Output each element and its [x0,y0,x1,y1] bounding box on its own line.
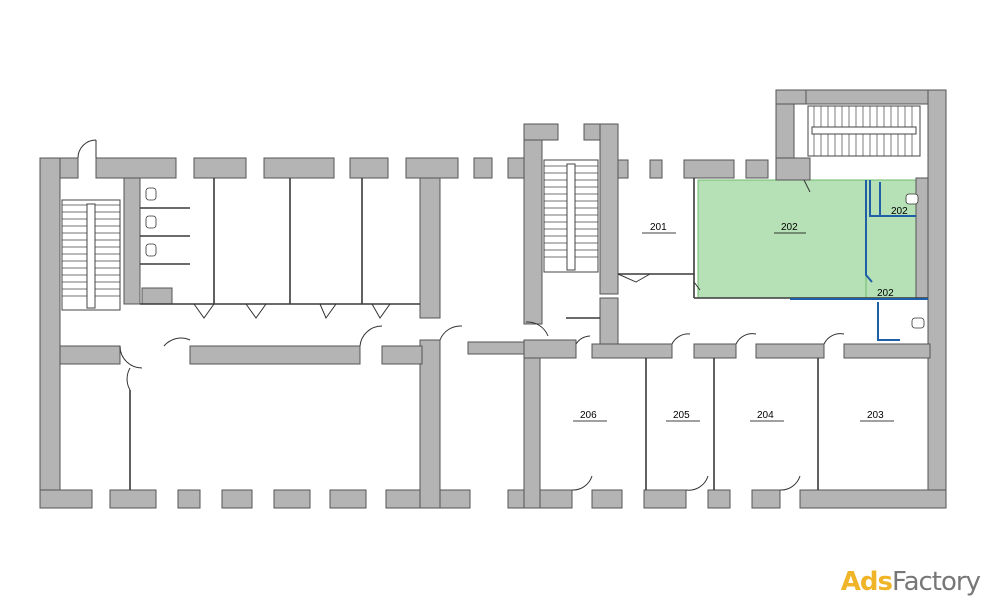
stair-middle [543,159,599,273]
toilet-icons [145,187,925,329]
watermark-part-1: Ads [840,567,893,597]
stair-right [807,105,921,157]
room-label-202-wc: 202 [891,206,908,217]
room-label-202-corridor: 202 [877,288,894,299]
highlighted-area-202[interactable] [697,179,929,299]
room-label-205: 205 [673,410,690,421]
room-labels: 201 202 202 202 203 204 205 206 [573,206,908,422]
blue-partitions [790,180,928,341]
room-label-201: 201 [650,222,667,233]
outer-walls [39,89,947,509]
room-label-203: 203 [867,410,884,421]
doors [77,139,845,491]
watermark-part-2: Factory [892,567,981,597]
adsfactory-watermark: Ads Factory [827,555,984,599]
room-label-206: 206 [580,410,597,421]
stair-left [61,199,121,311]
room-label-202: 202 [781,222,798,233]
partitions [129,178,928,490]
room-label-204: 204 [757,410,774,421]
interior-walls [59,177,931,509]
